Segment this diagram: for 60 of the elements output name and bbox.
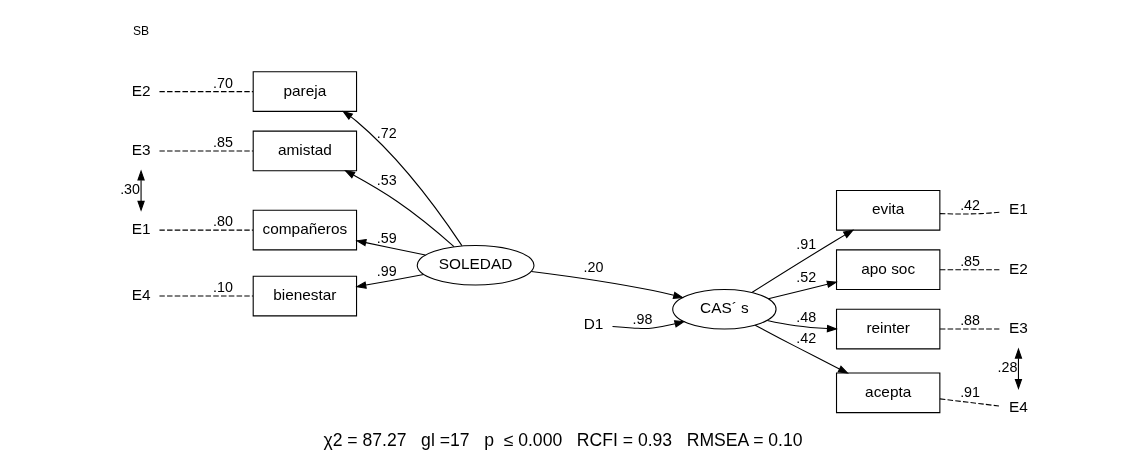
node-text: E3	[1008, 319, 1028, 337]
arrow	[1014, 347, 1022, 390]
edge-label: .98	[632, 310, 652, 327]
connector	[158, 229, 253, 231]
edge-label: .20	[583, 259, 603, 276]
connector	[158, 91, 253, 93]
edge-label: .72	[376, 125, 397, 142]
edge-label: .28	[997, 359, 1017, 376]
connector	[158, 295, 253, 297]
node-text: E2	[131, 81, 150, 99]
connector	[938, 269, 1001, 271]
node-box: pareja	[252, 71, 357, 112]
edge-label: .53	[376, 172, 397, 189]
arrow	[767, 280, 838, 300]
label: SB	[132, 24, 149, 39]
node-box: acepta	[835, 372, 940, 414]
edge-label: .59	[376, 229, 397, 246]
edge-label: .85	[212, 133, 233, 150]
connector	[938, 398, 1001, 407]
node-box: reinter	[835, 308, 940, 350]
edge-label: .48	[795, 308, 816, 325]
node-text: E3	[131, 141, 150, 159]
node-text: E4	[131, 286, 150, 304]
node-box: evita	[835, 190, 940, 231]
edge-label: .91	[795, 236, 816, 253]
edge-label: .52	[795, 269, 816, 286]
caption: χ2 = 87.27 gl =17 p ≤ 0.000 RCFI = 0.93 RMSEA = 0.10	[322, 430, 803, 451]
edge-label: .88	[959, 312, 980, 329]
edge-label: .70	[212, 74, 233, 91]
node-box: amistad	[252, 130, 357, 172]
edge-label: .30	[119, 181, 140, 198]
node-box: apo soc	[835, 249, 940, 291]
node-text: E2	[1008, 259, 1028, 277]
edge-label: .85	[959, 252, 980, 269]
connector	[158, 150, 253, 152]
edge-label: .91	[959, 383, 980, 400]
connector	[938, 328, 1001, 330]
arrow	[343, 170, 455, 248]
edge-label: .42	[959, 196, 980, 213]
node-box: compañeros	[252, 209, 357, 251]
node-text: E1	[1008, 200, 1028, 218]
arrow	[611, 320, 685, 330]
edge-label: .42	[795, 329, 816, 346]
connector	[938, 211, 1001, 215]
arrow	[136, 169, 145, 212]
arrow	[354, 238, 426, 256]
node-text: E1	[131, 220, 150, 238]
node-text: E4	[1008, 398, 1028, 416]
node-box: bienestar	[252, 275, 357, 317]
node-ellipse: SOLEDAD	[416, 244, 534, 286]
arrow	[341, 110, 462, 247]
edge-label: .10	[212, 279, 233, 296]
edge-label: .99	[376, 262, 397, 279]
edge-label: .80	[212, 213, 233, 230]
node-text: D1	[583, 314, 603, 332]
arrow	[751, 229, 854, 293]
arrow	[354, 274, 424, 289]
arrow	[766, 319, 838, 333]
arrow	[530, 270, 684, 299]
arrow	[754, 324, 849, 374]
